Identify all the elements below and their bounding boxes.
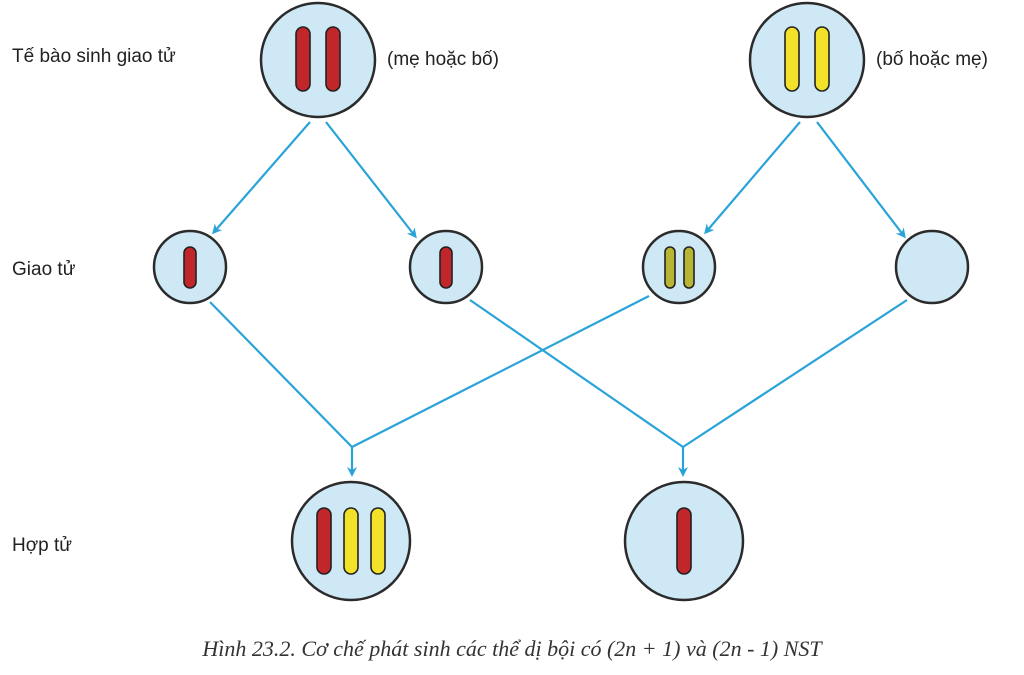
cell-membrane xyxy=(641,229,717,305)
chromosome-maternal xyxy=(316,507,332,575)
chromosome-maternal xyxy=(325,26,341,92)
arrow-right-parent-to-gamete-3 xyxy=(704,121,801,235)
arrows-fertilization xyxy=(209,295,908,477)
line-gamete-3-to-junction-left xyxy=(351,295,650,448)
arrow-left-parent-to-gamete-1 xyxy=(212,121,311,235)
chromosome-paternal xyxy=(683,246,695,289)
chromosome-maternal xyxy=(295,26,311,92)
parent-note-left: (mẹ hoặc bố) xyxy=(387,49,499,70)
chromosome-paternal xyxy=(784,26,800,92)
parent-cell-left xyxy=(259,1,377,119)
line-gamete-2-to-junction-right xyxy=(469,299,684,448)
cell-membrane xyxy=(748,1,866,119)
row-label-parents: Tế bào sinh giao tử xyxy=(12,46,176,67)
chromosome-maternal xyxy=(183,246,197,289)
zygote-trisomic xyxy=(290,480,412,602)
zygote-monosomic xyxy=(623,480,745,602)
gamete-3 xyxy=(641,229,717,305)
chromosome-maternal xyxy=(676,507,692,575)
chromosome-paternal xyxy=(370,507,386,575)
chromosome-paternal xyxy=(814,26,830,92)
cell-membrane xyxy=(259,1,377,119)
arrow-left-parent-to-gamete-2 xyxy=(325,121,417,239)
line-gamete-1-to-junction-left xyxy=(209,301,353,448)
cell-membrane xyxy=(894,229,970,305)
chromosome-maternal xyxy=(439,246,453,289)
arrow-right-parent-to-gamete-4 xyxy=(816,121,906,239)
row-label-gametes: Giao tử xyxy=(12,259,76,280)
gamete-4 xyxy=(894,229,970,305)
gamete-2 xyxy=(408,229,484,305)
arrows-meiosis xyxy=(212,121,906,239)
gamete-1 xyxy=(152,229,228,305)
row-label-zygotes: Hợp tử xyxy=(12,535,72,556)
figure-caption: Hình 23.2. Cơ chế phát sinh các thể dị b… xyxy=(201,636,823,661)
chromosome-paternal xyxy=(664,246,676,289)
parent-cell-right xyxy=(748,1,866,119)
chromosome-paternal xyxy=(343,507,359,575)
line-gamete-4-to-junction-right xyxy=(682,299,908,448)
parent-note-right: (bố hoặc mẹ) xyxy=(876,49,988,70)
